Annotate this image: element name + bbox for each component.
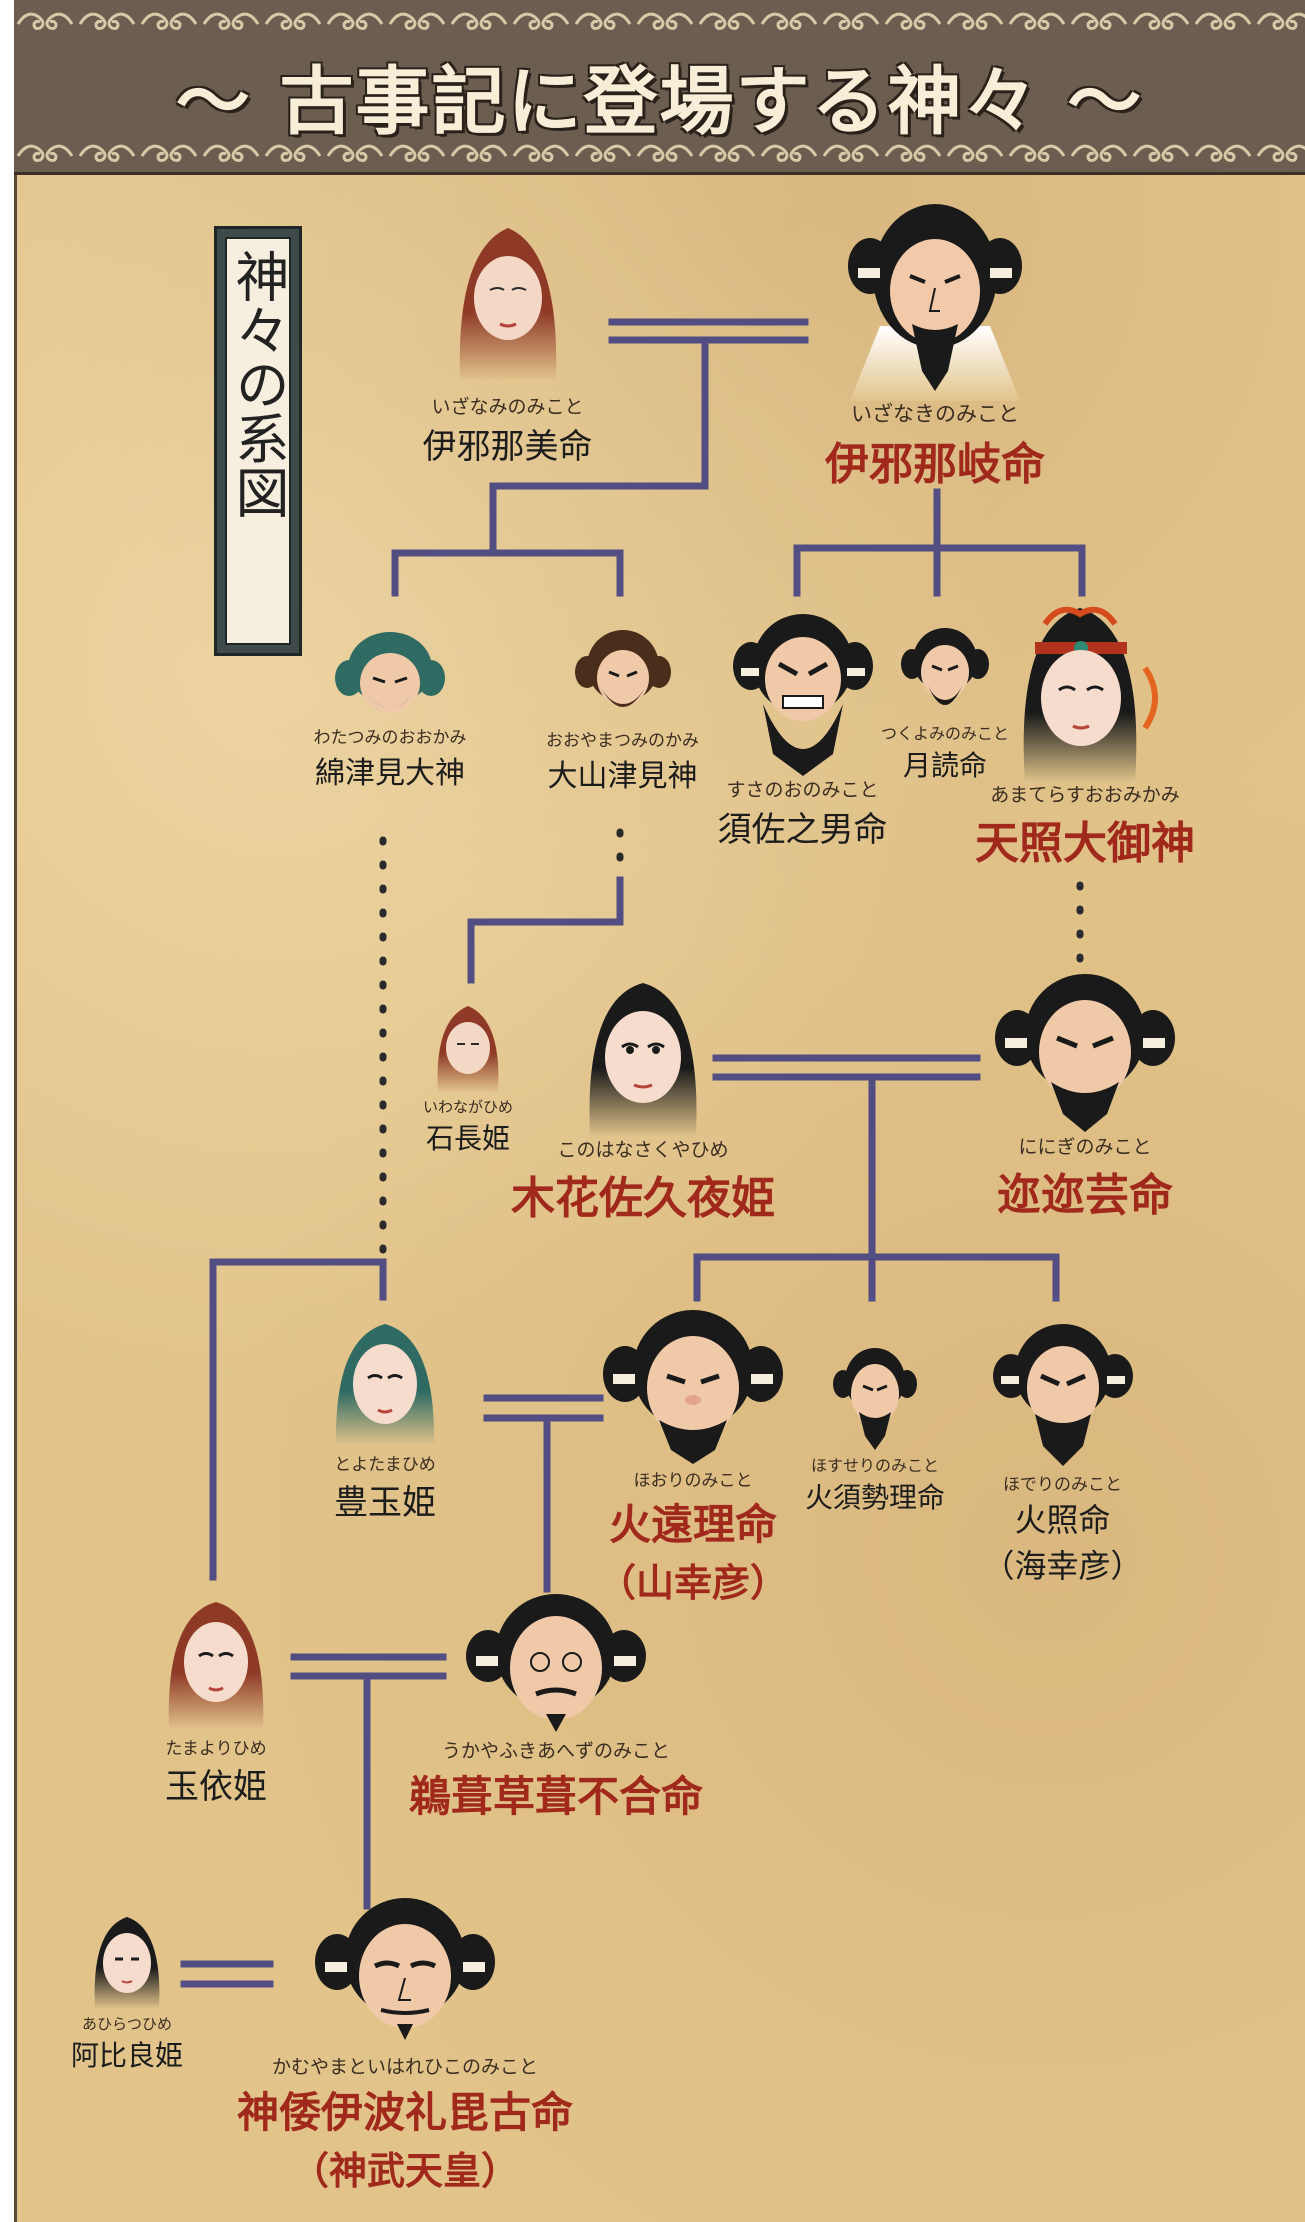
descent-line-oyamatsumi-children	[467, 876, 624, 984]
hosuseri-reading: ほすせりのみこと	[810, 1456, 939, 1475]
amaterasu-name: 天照大御神	[975, 818, 1195, 869]
deity-jimmu: かむやまといはれひこのみこと 神倭伊波礼毘古命 （神武天皇）	[185, 1888, 625, 2195]
deity-hosuseri: ほすせりのみこと 火須勢理命	[790, 1340, 960, 1516]
tsukuyomi-name: 月読命	[902, 749, 987, 782]
deity-konohana: このはなさくやひめ 木花佐久夜姫	[478, 975, 808, 1226]
izanami-reading: いざなみのみこと	[431, 396, 584, 418]
title-banner: 〜 古事記に登場する神々 〜	[14, 0, 1305, 175]
deity-ahiratsu: あひらつひめ 阿比良姫	[52, 1913, 202, 2074]
hosuseri-portrait	[833, 1348, 917, 1450]
descent-line-watatsumi-daughters	[209, 1258, 387, 1581]
tamayori-name: 玉依姫	[165, 1767, 267, 1807]
marriage-line-ninigi	[712, 1054, 981, 1081]
konohana-reading: このはなさくやひめ	[557, 1139, 729, 1161]
tsukuyomi-portrait	[901, 628, 989, 705]
hoori-portrait	[603, 1310, 783, 1464]
iwanaga-portrait	[437, 1006, 499, 1092]
hosuseri-name: 火須勢理命	[804, 1481, 945, 1514]
tamayori-reading: たまよりひめ	[165, 1739, 267, 1759]
hoori-name: 火遠理命	[608, 1500, 777, 1549]
jimmu-name: 神倭伊波礼毘古命	[236, 2088, 573, 2137]
oyamatsumi-reading: おおやまつみのかみ	[546, 731, 699, 751]
izanagi-reading: いざなきのみこと	[851, 402, 1019, 426]
deity-ugaya: うかやふきあへずのみこと 鵜葺草葺不合命	[376, 1588, 736, 1824]
watatsumi-reading: わたつみのおおかみ	[313, 728, 467, 748]
deity-hoori: ほおりのみこと 火遠理命 （山幸彦）	[568, 1300, 818, 1607]
deity-tsukuyomi: つくよみのみこと 月読命	[850, 620, 1040, 784]
ugaya-reading: うかやふきあへずのみこと	[441, 1740, 670, 1762]
side-label-panel: 神々の系図	[214, 226, 302, 656]
oyamatsumi-name: 大山津見神	[547, 759, 698, 794]
deity-izanami: いざなみのみこと 伊邪那美命	[400, 220, 615, 468]
jimmu-reading: かむやまといはれひこのみこと	[271, 2056, 538, 2078]
ahiratsu-portrait	[94, 1917, 160, 2009]
marriage-line-jimmu	[180, 1960, 274, 1988]
deity-tamayori: たまよりひめ 玉依姫	[136, 1596, 296, 1808]
susanoo-portrait	[732, 614, 873, 776]
deity-susanoo: すさのおのみこと 須佐之男命	[690, 604, 915, 851]
toyotama-portrait	[335, 1324, 435, 1446]
ugaya-portrait	[466, 1594, 646, 1732]
ninigi-name: 迩迩芸命	[997, 1170, 1173, 1221]
toyotama-name: 豊玉姫	[334, 1483, 436, 1523]
iwanaga-reading: いわながひめ	[422, 1098, 513, 1116]
ninigi-reading: ににぎのみこと	[1018, 1136, 1152, 1158]
hoderi-alias: （海幸彦）	[982, 1547, 1143, 1585]
deity-hoderi: ほでりのみこと 火照命 （海幸彦）	[960, 1318, 1165, 1587]
amaterasu-portrait	[1023, 606, 1158, 783]
deity-izanagi: いざなきのみこと 伊邪那岐命	[795, 196, 1075, 492]
descent-line-izanami-children	[391, 336, 709, 597]
watatsumi-portrait	[335, 632, 445, 713]
deity-oyamatsumi: おおやまつみのかみ 大山津見神	[510, 626, 735, 795]
oyamatsumi-portrait	[574, 630, 671, 707]
toyotama-reading: とよたまひめ	[334, 1455, 436, 1475]
susanoo-reading: すさのおのみこと	[726, 779, 879, 801]
tsukuyomi-reading: つくよみのみこと	[880, 724, 1009, 743]
ahiratsu-name: 阿比良姫	[70, 2039, 183, 2072]
konohana-name: 木花佐久夜姫	[511, 1173, 775, 1224]
descent-line-izanagi-children	[793, 488, 1086, 597]
hoori-alias: （山幸彦）	[597, 1561, 788, 1605]
susanoo-name: 須佐之男命	[717, 810, 888, 850]
side-label-text: 神々の系図	[226, 249, 289, 519]
swirl-border-top	[14, 6, 1305, 32]
swirl-border-bottom	[14, 138, 1305, 164]
izanagi-portrait	[848, 204, 1022, 401]
hoderi-name: 火照命	[1014, 1501, 1111, 1539]
descent-line-ninigi-children	[693, 1073, 1060, 1302]
deity-amaterasu: あまてらすおおみかみ 天照大御神	[955, 598, 1215, 871]
watatsumi-name: 綿津見大神	[315, 756, 465, 791]
deity-iwanaga: いわながひめ 石長姫	[388, 1000, 548, 1157]
hoderi-portrait	[992, 1324, 1133, 1466]
deity-watatsumi: わたつみのおおかみ 綿津見大神	[270, 628, 510, 792]
ahiratsu-reading: あひらつひめ	[81, 2015, 172, 2033]
deity-toyotama: とよたまひめ 豊玉姫	[300, 1318, 470, 1524]
jimmu-portrait	[315, 1898, 495, 2040]
ugaya-name: 鵜葺草葺不合命	[408, 1772, 703, 1821]
izanagi-name: 伊邪那岐命	[825, 439, 1045, 490]
hoderi-reading: ほでりのみこと	[1003, 1475, 1122, 1495]
izanami-portrait	[459, 228, 556, 380]
konohana-portrait	[589, 983, 697, 1137]
tamayori-portrait	[168, 1602, 264, 1730]
page-title: 〜 古事記に登場する神々 〜	[175, 59, 1144, 145]
jimmu-alias: （神武天皇）	[290, 2149, 519, 2193]
iwanaga-name: 石長姫	[425, 1122, 510, 1155]
deity-ninigi: ににぎのみこと 迩迩芸命	[960, 964, 1210, 1223]
hoori-reading: ほおりのみこと	[633, 1471, 753, 1491]
izanami-name: 伊邪那美命	[422, 427, 593, 467]
ninigi-portrait	[995, 974, 1175, 1132]
amaterasu-reading: あまてらすおおみかみ	[990, 784, 1180, 806]
